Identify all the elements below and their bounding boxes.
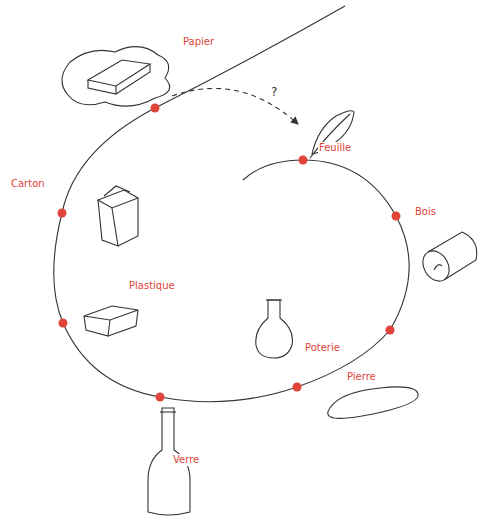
spiral-curve <box>54 6 409 402</box>
material-dots <box>58 104 401 402</box>
material-label: Verre <box>172 454 200 466</box>
stone-icon <box>328 387 418 418</box>
material-label: Poterie <box>304 342 341 354</box>
carton-icon <box>98 186 138 246</box>
plastic-icon <box>84 306 138 336</box>
paper-icon <box>62 47 170 106</box>
wood-log-icon <box>418 232 477 286</box>
dashed-arrow <box>172 88 298 124</box>
material-label: Carton <box>10 178 46 190</box>
material-label: Papier <box>182 36 215 48</box>
material-label: Bois <box>414 206 437 218</box>
leaf-icon <box>310 111 354 158</box>
material-label: Plastique <box>128 280 176 292</box>
question-mark: ? <box>270 86 278 98</box>
material-label: Pierre <box>346 371 377 383</box>
pottery-vase-icon <box>256 300 293 358</box>
material-label: Feuille <box>318 142 352 154</box>
